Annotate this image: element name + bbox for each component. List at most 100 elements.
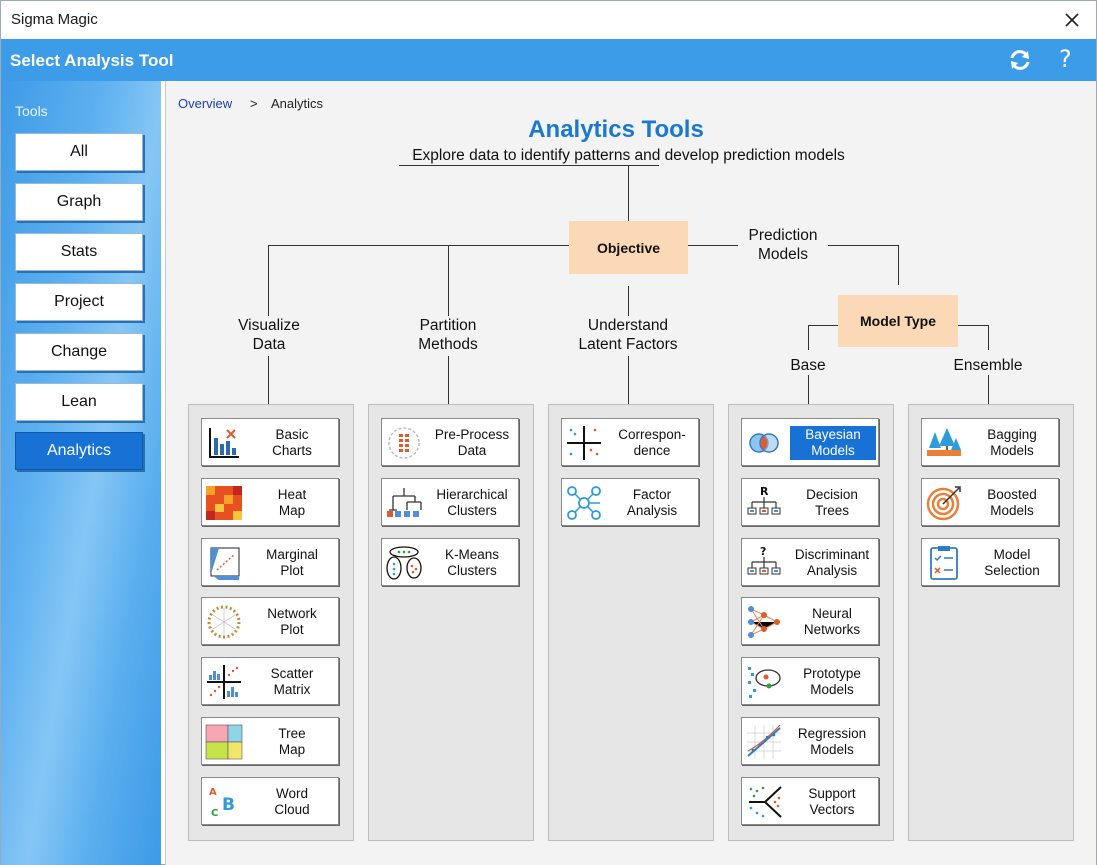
sidebar-item-analytics[interactable]: Analytics [15,432,143,470]
tool-label-line: Decision [806,487,858,502]
support-vectors-icon [749,786,782,818]
sidebar-item-lean[interactable]: Lean [15,383,143,421]
prediction-models-label: Prediction Models [738,226,828,264]
connector [628,356,629,404]
tool-label-line: Pre-Process [434,427,510,442]
tool-label-line: Map [278,742,306,757]
label-line: Models [758,246,808,263]
sidebar-item-stats[interactable]: Stats [15,233,143,271]
svg-text:?: ? [760,545,766,558]
connector [688,245,738,246]
tool-label-line: Plot [280,563,304,578]
label-line: Latent Factors [578,336,678,353]
tool-label-line: Model [993,547,1031,562]
label-line: Prediction [748,227,818,244]
tool-label-line: Vectors [809,802,855,817]
basic-charts-icon [209,428,239,458]
help-icon[interactable]: ? [1059,45,1072,73]
header-title: Select Analysis Tool [10,51,174,70]
tool-label-line: Clusters [447,563,497,578]
svg-text:R: R [760,485,769,498]
tool-label-line: Models [990,503,1034,518]
close-icon[interactable] [1062,8,1082,30]
header-bar: Select Analysis Tool ? [1,39,1096,81]
bagging-models-icon [927,428,961,456]
sidebar-item-graph[interactable]: Graph [15,183,143,221]
partition-methods-label: Partition Methods [403,316,493,354]
prototype-models-icon [748,667,781,698]
svg-text:B: B [222,795,235,815]
content-panel: Overview > Analytics Analytics Tools Exp… [165,81,1096,865]
breadcrumb-overview[interactable]: Overview [178,96,233,111]
regression-models-icon [747,724,781,759]
tool-label-line: Word [275,786,308,801]
sidebar-item-project[interactable]: Project [15,283,143,321]
correspondence-icon [567,426,601,460]
sidebar-item-all[interactable]: All [15,133,143,171]
sidebar-item-change[interactable]: Change [15,333,143,371]
neural-networks-icon [748,606,780,638]
connector [628,286,629,317]
correspondence-button[interactable]: Correspon-dence [561,418,699,466]
label-line: Methods [418,336,478,353]
connector [828,245,898,246]
model-selection-icon [930,546,958,580]
connector [268,245,569,246]
tool-label-line: Analysis [626,503,678,518]
page-title: Analytics Tools [528,116,704,143]
tool-label-line: Regression [797,726,867,741]
tool-label-line: Factor [632,487,672,502]
connector [988,375,989,404]
objective-node: Objective [569,221,688,274]
tool-label-line: Analysis [806,563,858,578]
model-type-node: Model Type [838,295,958,347]
tool-label-line: Map [278,503,306,518]
tool-label-line: Bagging [987,427,1037,442]
subtitle-underline [399,165,659,166]
tool-label-line: Models [990,443,1034,458]
tool-label-line: Tree [278,726,306,741]
tool-label: Correspon-dence [606,427,698,459]
label-line: Partition [419,317,477,334]
refresh-icon[interactable] [1007,47,1033,73]
heat-map-icon [206,486,242,520]
tool-label-line: dence [633,443,671,458]
tool-label-line: Bayesian [805,427,861,442]
breadcrumb-current: Analytics [271,96,324,111]
